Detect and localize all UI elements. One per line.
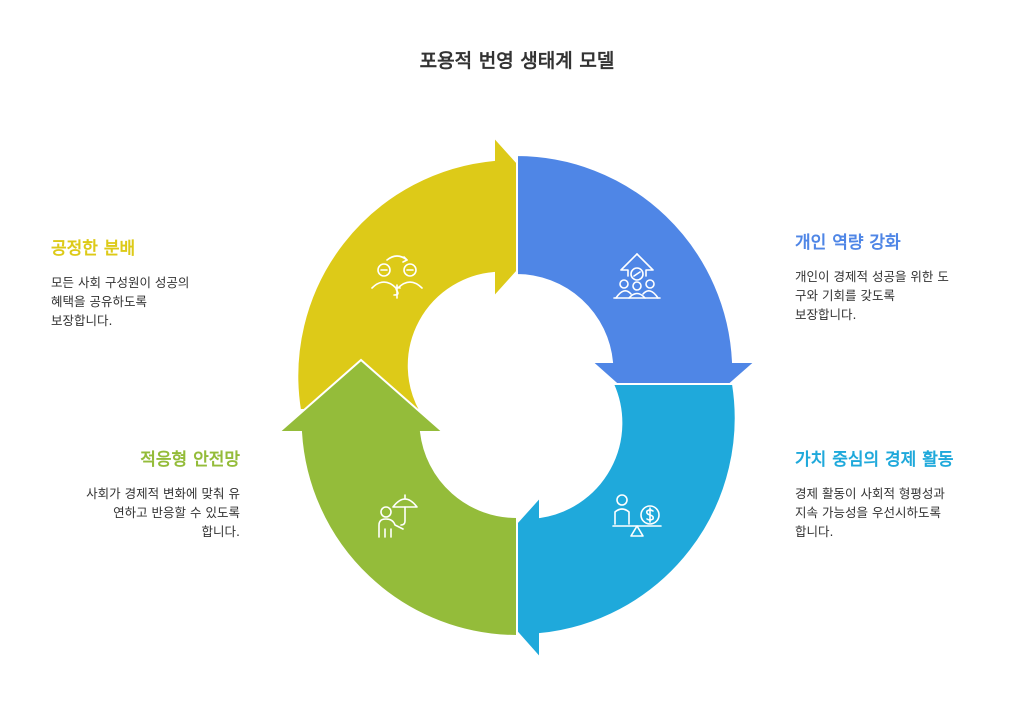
segment-description: 개인이 경제적 성공을 위한 도 구와 기회를 갖도록 보장합니다. [795, 269, 949, 322]
segment-description: 모든 사회 구성원이 성공의 혜택을 공유하도록 보장합니다. [51, 275, 190, 328]
segment-description: 경제 활동이 사회적 형평성과 지속 가능성을 우선시하도록 합니다. [795, 486, 945, 539]
segment-heading: 공정한 분배 [51, 239, 136, 259]
person-balance-money-icon [612, 494, 662, 537]
segment-heading: 개인 역량 강화 [795, 233, 901, 253]
segment-description: 사회가 경제적 변화에 맞춰 유 연하고 반응할 수 있도록 합니다. [86, 486, 240, 539]
segment-arrow-cyan [466, 383, 737, 661]
segment-block-safety-net: 적응형 안전망 사회가 경제적 변화에 맞춰 유 연하고 반응할 수 있도록 합… [40, 445, 240, 541]
people-growth-icon [613, 253, 661, 299]
segment-arrow-green [276, 358, 518, 638]
shared-money-icon [371, 255, 423, 299]
segment-heading: 가치 중심의 경제 활동 [795, 450, 954, 470]
segment-block-economic: 가치 중심의 경제 활동 경제 활동이 사회적 형평성과 지속 가능성을 우선시… [795, 445, 995, 541]
segment-arrow-blue [516, 153, 758, 436]
segment-block-distribution: 공정한 분배 모든 사회 구성원이 성공의 혜택을 공유하도록 보장합니다. [51, 234, 251, 330]
segment-arrow-yellow [296, 134, 568, 411]
segment-heading: 적응형 안전망 [140, 450, 240, 470]
person-umbrella-icon [378, 494, 418, 538]
page-title: 포용적 번영 생태계 모델 [419, 50, 615, 72]
segment-block-individual: 개인 역량 강화 개인이 경제적 성공을 위한 도 구와 기회를 갖도록 보장합… [795, 228, 995, 324]
